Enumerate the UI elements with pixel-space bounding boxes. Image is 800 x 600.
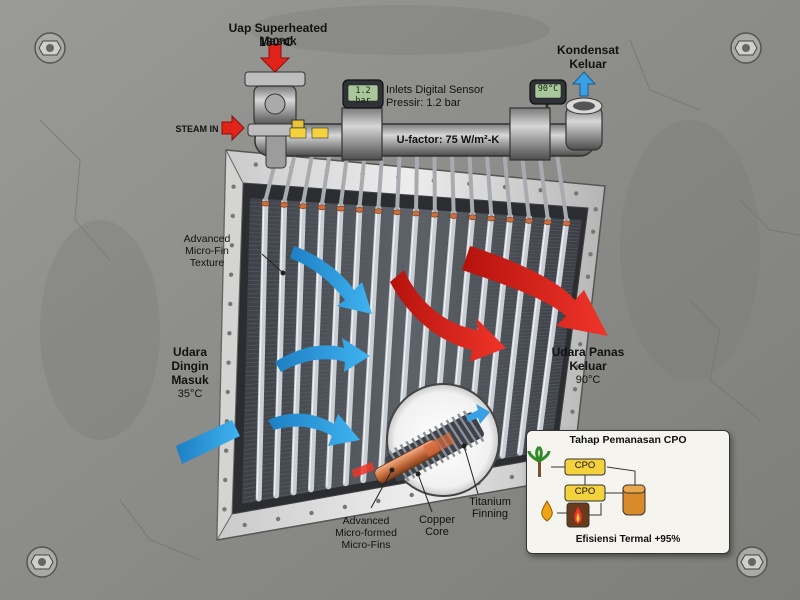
copper-tube-end — [280, 202, 288, 207]
wall-bolt-top-right-icon — [731, 33, 761, 63]
drop-tube — [397, 156, 399, 209]
condensate-outlet-elbow — [566, 98, 602, 150]
wall-bolt-bottom-left-icon — [27, 547, 57, 577]
copper-tube-end — [261, 201, 269, 206]
storage-tank-icon — [623, 485, 645, 515]
steam-in-side-label: STEAM IN — [170, 124, 224, 134]
fin-texture-label-2: Micro-Fin — [172, 246, 242, 258]
temperature-gauge-display: 90°C — [535, 85, 561, 95]
heater-flame-icon — [567, 503, 589, 527]
wall-bolt-top-left-icon — [35, 33, 65, 63]
hot-air-temp: 90°C — [540, 374, 636, 386]
condensate-out-label-line1: Kondensat — [550, 44, 626, 57]
copper-tube-end — [318, 205, 326, 210]
cold-air-label-3: Masuk — [158, 374, 222, 387]
drop-tube — [416, 156, 417, 211]
palm-tree-icon — [529, 447, 549, 477]
titanium-finning-label-1: Titanium — [460, 496, 520, 508]
steam-inlet-valve-icon — [245, 72, 305, 136]
sensor-pressure: Pressir: 1.2 bar — [386, 97, 502, 109]
titanium-finning-label-2: Finning — [460, 508, 520, 520]
oil-drop-icon — [542, 501, 553, 521]
inset-cpo-2: CPO — [565, 487, 605, 498]
copper-tube-end — [487, 216, 495, 221]
copper-tube-end — [337, 206, 345, 211]
hot-air-label-1: Udara Panas — [540, 346, 636, 359]
microfin-label-1: Advanced — [326, 516, 406, 528]
copper-tube-end — [468, 215, 476, 220]
inset-efficiency: Efisiensi Termal +95% — [527, 534, 729, 545]
u-factor-label: U-factor: 75 W/m²-K — [388, 134, 508, 146]
hot-air-label-2: Keluar — [540, 360, 636, 373]
copper-tube-end — [356, 207, 364, 212]
wall-bolt-bottom-right-icon — [737, 547, 767, 577]
copper-core-label-1: Copper — [410, 514, 464, 526]
fin-texture-label-3: Texture — [172, 258, 242, 270]
condensate-out-label-line2: Keluar — [550, 58, 626, 71]
cold-air-temp: 35°C — [158, 388, 222, 400]
drop-tube — [452, 156, 454, 213]
copper-tube-end — [544, 220, 552, 225]
copper-tube-end — [450, 213, 458, 218]
cold-air-label-1: Udara — [158, 346, 222, 359]
copper-tube-end — [393, 210, 401, 215]
copper-tube-end — [374, 209, 382, 214]
copper-tube-end — [431, 212, 439, 217]
copper-tube-end — [412, 211, 420, 216]
inset-cpo-1: CPO — [565, 461, 605, 472]
copper-tube-end — [563, 221, 571, 226]
copper-tube-end — [299, 204, 307, 209]
microfin-label-2: Micro-formed — [326, 528, 406, 540]
steam-in-temp: 180°C — [254, 36, 298, 49]
sensor-title: Inlets Digital Sensor — [386, 84, 502, 96]
fin-texture-label-1: Advanced — [172, 234, 242, 246]
microfin-label-3: Micro-Fins — [326, 540, 406, 552]
cpo-heating-stages-inset: Tahap Pemanasan CPO CPO CPO Ef — [526, 430, 730, 554]
copper-tube-end — [525, 218, 533, 223]
copper-tube-end — [506, 217, 514, 222]
cold-air-label-2: Dingin — [158, 360, 222, 373]
copper-core-label-2: Core — [410, 526, 464, 538]
pressure-gauge-display: 1.2 bar — [348, 87, 378, 106]
